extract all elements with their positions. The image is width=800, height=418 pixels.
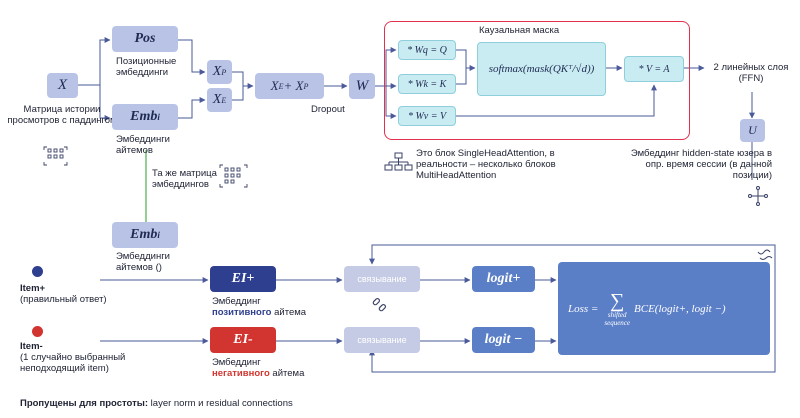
- positional-embedding-caption: Позиционные эмбеддинги: [116, 56, 177, 78]
- edge-k-softmax: [456, 68, 467, 85]
- w-node: W: [349, 73, 375, 99]
- user-hidden-state-caption: Эмбеддинг hidden-state юзера в опр. врем…: [630, 148, 772, 181]
- edge-pos-xp: [178, 39, 206, 75]
- wq-node: * Wq = Q: [398, 40, 456, 60]
- softmax-node: softmax(mask(QKᵀ/√d)): [477, 42, 606, 96]
- edge-u-bind-top: [369, 244, 776, 265]
- wv-node: * Wv = V: [398, 106, 456, 126]
- item-embedding-caption: Эмбеддинги айтемов: [116, 134, 170, 156]
- item-embedding-caption-2: Эмбеддинги айтемов (): [116, 251, 170, 273]
- circuit-icon: [748, 186, 768, 206]
- hierarchy-icon: [384, 152, 413, 171]
- user-hidden-state-node: U: [740, 119, 765, 142]
- same-matrix-caption: Та же матрица эмбеддингов: [152, 168, 217, 190]
- positive-embedding-node: EI+: [210, 266, 276, 292]
- attention-frame: [384, 21, 690, 140]
- link-icon: [372, 297, 387, 312]
- binding-positive: связывание: [344, 266, 420, 292]
- edge-xe-sum: [232, 86, 244, 101]
- loss-node: Loss = ∑ shifted sequence BCE(logit+, lo…: [558, 262, 770, 355]
- edge-w-wv: [375, 85, 397, 119]
- positive-item-sub: (правильный ответ): [20, 294, 107, 305]
- wk-node: * Wk = K: [398, 74, 456, 94]
- edge-u-bind-bottom: [369, 262, 776, 373]
- ffn-label: 2 линейных слоя (FFN): [713, 62, 789, 84]
- positive-item-title: Item+: [20, 283, 46, 294]
- edge-x-emb: [78, 84, 111, 121]
- history-matrix-node: X: [47, 73, 78, 98]
- grid-icon-mid: [219, 164, 248, 188]
- positional-embedding-node: Pos: [112, 26, 178, 52]
- attention-result-node: * V = A: [624, 56, 684, 82]
- edge-v-a: [456, 84, 657, 117]
- grid-icon-left: [43, 146, 68, 166]
- logit-positive-node: logit+: [472, 266, 535, 292]
- history-matrix-caption: Матрица истории просмотров с паддингом: [7, 104, 117, 126]
- causal-mask-title: Каузальная маска: [479, 25, 560, 36]
- edge-xp-sum: [232, 71, 254, 89]
- edge-q-softmax: [456, 49, 476, 71]
- edge-x-pos: [78, 37, 111, 86]
- negative-item-sub: (1 случайно выбранный неподходящий item): [20, 352, 126, 374]
- edge-emb-xe: [178, 97, 206, 119]
- binding-negative: связывание: [344, 327, 420, 353]
- footer-note: Пропущены для простоты: layer norm и res…: [20, 398, 293, 409]
- dropout-label: Dropout: [311, 104, 345, 115]
- negative-item-dot: [32, 326, 43, 337]
- negative-embedding-node: EI-: [210, 327, 276, 353]
- wave-icon: [757, 249, 773, 260]
- negative-item-title: Item-: [20, 341, 43, 352]
- logit-negative-node: logit −: [472, 327, 535, 353]
- attention-note: Это блок SingleHeadAttention, в реальнос…: [416, 148, 556, 181]
- positive-item-dot: [32, 266, 43, 277]
